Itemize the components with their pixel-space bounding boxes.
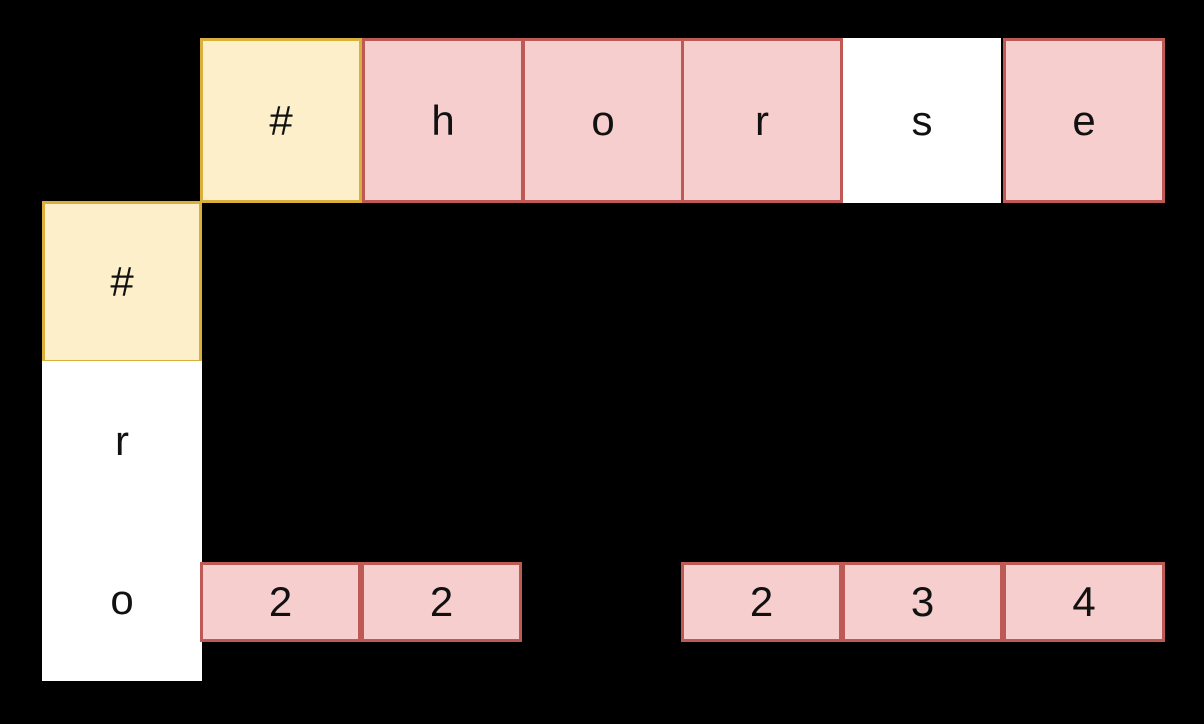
cell-text: o	[110, 576, 134, 623]
cell-text: 2	[749, 578, 774, 625]
column-header-cell-1[interactable]: h	[362, 38, 524, 203]
cell-text: o	[591, 96, 615, 144]
row-header-cell-1[interactable]: r	[42, 361, 202, 521]
row-header-cell-0[interactable]: #	[42, 201, 202, 363]
cell-text: 4	[1072, 578, 1096, 625]
data-cell-c5[interactable]: 3	[842, 562, 1003, 642]
cell-text: r	[115, 417, 129, 464]
cell-text: #	[110, 258, 134, 305]
cell-text: h	[431, 96, 455, 144]
cell-text: #	[269, 96, 293, 144]
cell-text: 2	[429, 578, 454, 625]
column-header-cell-0[interactable]: #	[200, 38, 362, 203]
cell-text: e	[1072, 96, 1096, 144]
data-cell-c0[interactable]: 2	[200, 562, 361, 642]
data-cell-c4[interactable]: 2	[681, 562, 842, 642]
cell-text: s	[911, 96, 933, 144]
row-header-cell-2[interactable]: o	[42, 519, 202, 681]
data-cell-c6[interactable]: 4	[1003, 562, 1165, 642]
column-header-cell-3[interactable]: r	[681, 38, 843, 203]
column-header-cell-5[interactable]: e	[1003, 38, 1165, 203]
column-header-cell-2[interactable]: o	[522, 38, 684, 203]
data-cell-c1[interactable]: 2	[361, 562, 522, 642]
cell-text: r	[755, 96, 769, 144]
column-header-cell-4[interactable]: s	[843, 38, 1001, 203]
cell-text: 3	[910, 578, 935, 625]
cell-text: 2	[268, 578, 293, 625]
